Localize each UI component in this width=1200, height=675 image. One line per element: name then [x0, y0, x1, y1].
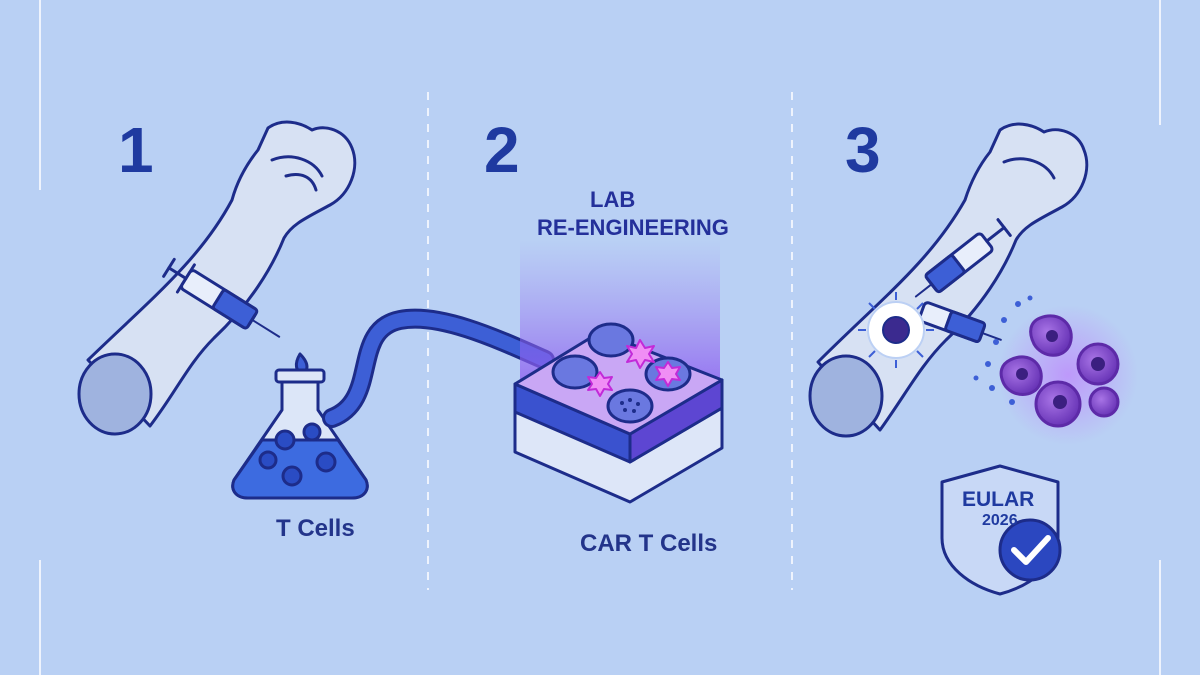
step-3-number: 3 [845, 114, 881, 186]
frame-lines [39, 0, 1161, 675]
badge-line2: 2026 [982, 512, 1018, 529]
step-2-number: 2 [484, 114, 520, 186]
step-2-title-line2: RE-ENGINEERING [537, 215, 729, 240]
check-shield-icon [940, 464, 1062, 596]
step-1-number: 1 [118, 114, 154, 186]
syringe-icon-step3 [914, 218, 1012, 343]
step-2-caption: CAR T Cells [580, 530, 718, 557]
dashed-dividers [427, 92, 793, 590]
step-2-title-line1: LAB [590, 187, 636, 212]
target-cells-icon [973, 295, 1138, 445]
syringe-icon [162, 257, 281, 338]
flask-icon [231, 352, 369, 500]
badge-line1: EULAR [962, 488, 1035, 511]
car-t-cell-icon [858, 292, 934, 368]
petri-tray-icon [513, 322, 724, 504]
lab-beam [520, 240, 720, 380]
step-1-caption: T Cells [276, 515, 355, 542]
arm-icon [77, 120, 357, 436]
